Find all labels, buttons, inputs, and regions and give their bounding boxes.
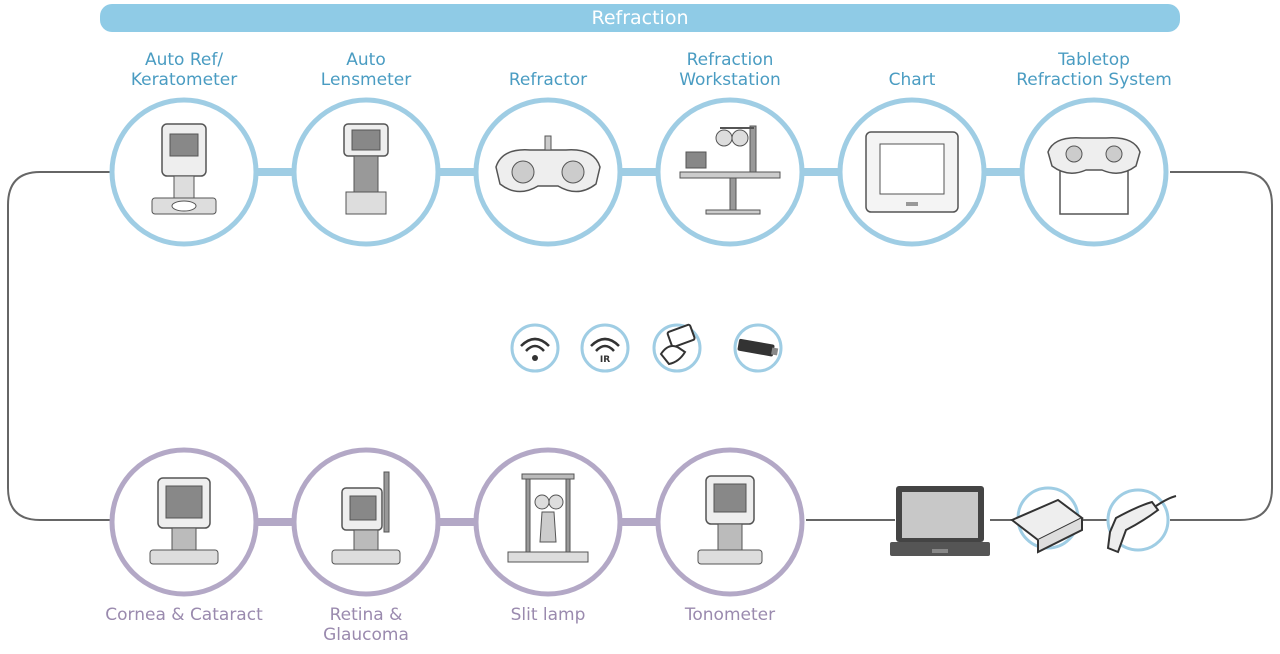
label-line-1: Refractor — [508, 70, 588, 90]
connection-loop-right — [1170, 171, 1273, 521]
barcode-scanner-icon — [1106, 488, 1177, 554]
top-node-3[interactable] — [655, 97, 805, 247]
top-label-0: Auto Ref/Keratometer — [89, 50, 279, 90]
card-scanner-icon — [1010, 486, 1084, 554]
usb-dongle-icon — [733, 323, 783, 373]
top-node-2[interactable] — [473, 97, 623, 247]
label-line-2: Lensmeter — [320, 70, 412, 90]
top-node-0[interactable] — [109, 97, 259, 247]
bottom-node-0[interactable] — [109, 447, 259, 597]
connector-bar — [244, 168, 306, 176]
label-line-1: Auto — [346, 50, 386, 70]
label-line-1: Retina & — [329, 605, 403, 625]
top-label-4: Chart — [817, 70, 1007, 90]
top-node-5[interactable] — [1019, 97, 1169, 247]
bottom-label-1: Retina &Glaucoma — [271, 605, 461, 645]
label-line-2: Workstation — [679, 70, 781, 90]
connector-bar — [244, 518, 306, 526]
top-node-1[interactable] — [291, 97, 441, 247]
label-line-1: Slit lamp — [510, 605, 586, 625]
chart-display-icon — [865, 131, 959, 213]
label-line-1: Tabletop — [1058, 50, 1130, 70]
connector-bar — [608, 518, 670, 526]
bottom-node-3[interactable] — [655, 447, 805, 597]
wifi-icon — [510, 323, 560, 373]
laptop-icon — [890, 486, 990, 556]
connector-bar — [426, 518, 488, 526]
label-line-1: Refraction — [686, 50, 774, 70]
top-label-2: Refractor — [453, 70, 643, 90]
label-line-2: Refraction System — [1016, 70, 1172, 90]
retinal-camera-icon — [331, 471, 401, 565]
phoropter-icon — [495, 135, 601, 193]
connector-bar — [790, 168, 852, 176]
bottom-label-2: Slit lamp — [453, 605, 643, 625]
label-line-1: Chart — [888, 70, 936, 90]
label-line-1: Auto Ref/ — [144, 50, 224, 70]
connector-bar — [608, 168, 670, 176]
label-line-2: Keratometer — [130, 70, 238, 90]
connection-loop — [7, 171, 110, 521]
refraction-banner: Refraction — [100, 4, 1180, 32]
label-line-2: Glaucoma — [323, 625, 409, 645]
banner-title: Refraction — [591, 7, 689, 29]
autorefractor-icon — [151, 123, 217, 215]
ir-text: IR — [600, 355, 610, 365]
bottom-node-1[interactable] — [291, 447, 441, 597]
workstation-icon — [679, 125, 781, 215]
connector-bar — [426, 168, 488, 176]
bottom-label-0: Cornea & Cataract — [89, 605, 279, 625]
connector-bar — [972, 168, 1034, 176]
bottom-node-2[interactable] — [473, 447, 623, 597]
corneal-analyzer-icon — [149, 477, 219, 565]
card-reader-icon — [652, 323, 702, 373]
infrared-icon: IR — [580, 323, 630, 373]
slit-lamp-icon — [507, 473, 589, 563]
lensmeter-icon — [343, 123, 389, 215]
tabletop-system-icon — [1047, 137, 1141, 215]
bottom-label-3: Tonometer — [635, 605, 825, 625]
label-line-1: Tonometer — [684, 605, 776, 625]
label-line-1: Cornea & Cataract — [105, 605, 263, 625]
top-node-4[interactable] — [837, 97, 987, 247]
tonometer-icon — [697, 475, 763, 565]
